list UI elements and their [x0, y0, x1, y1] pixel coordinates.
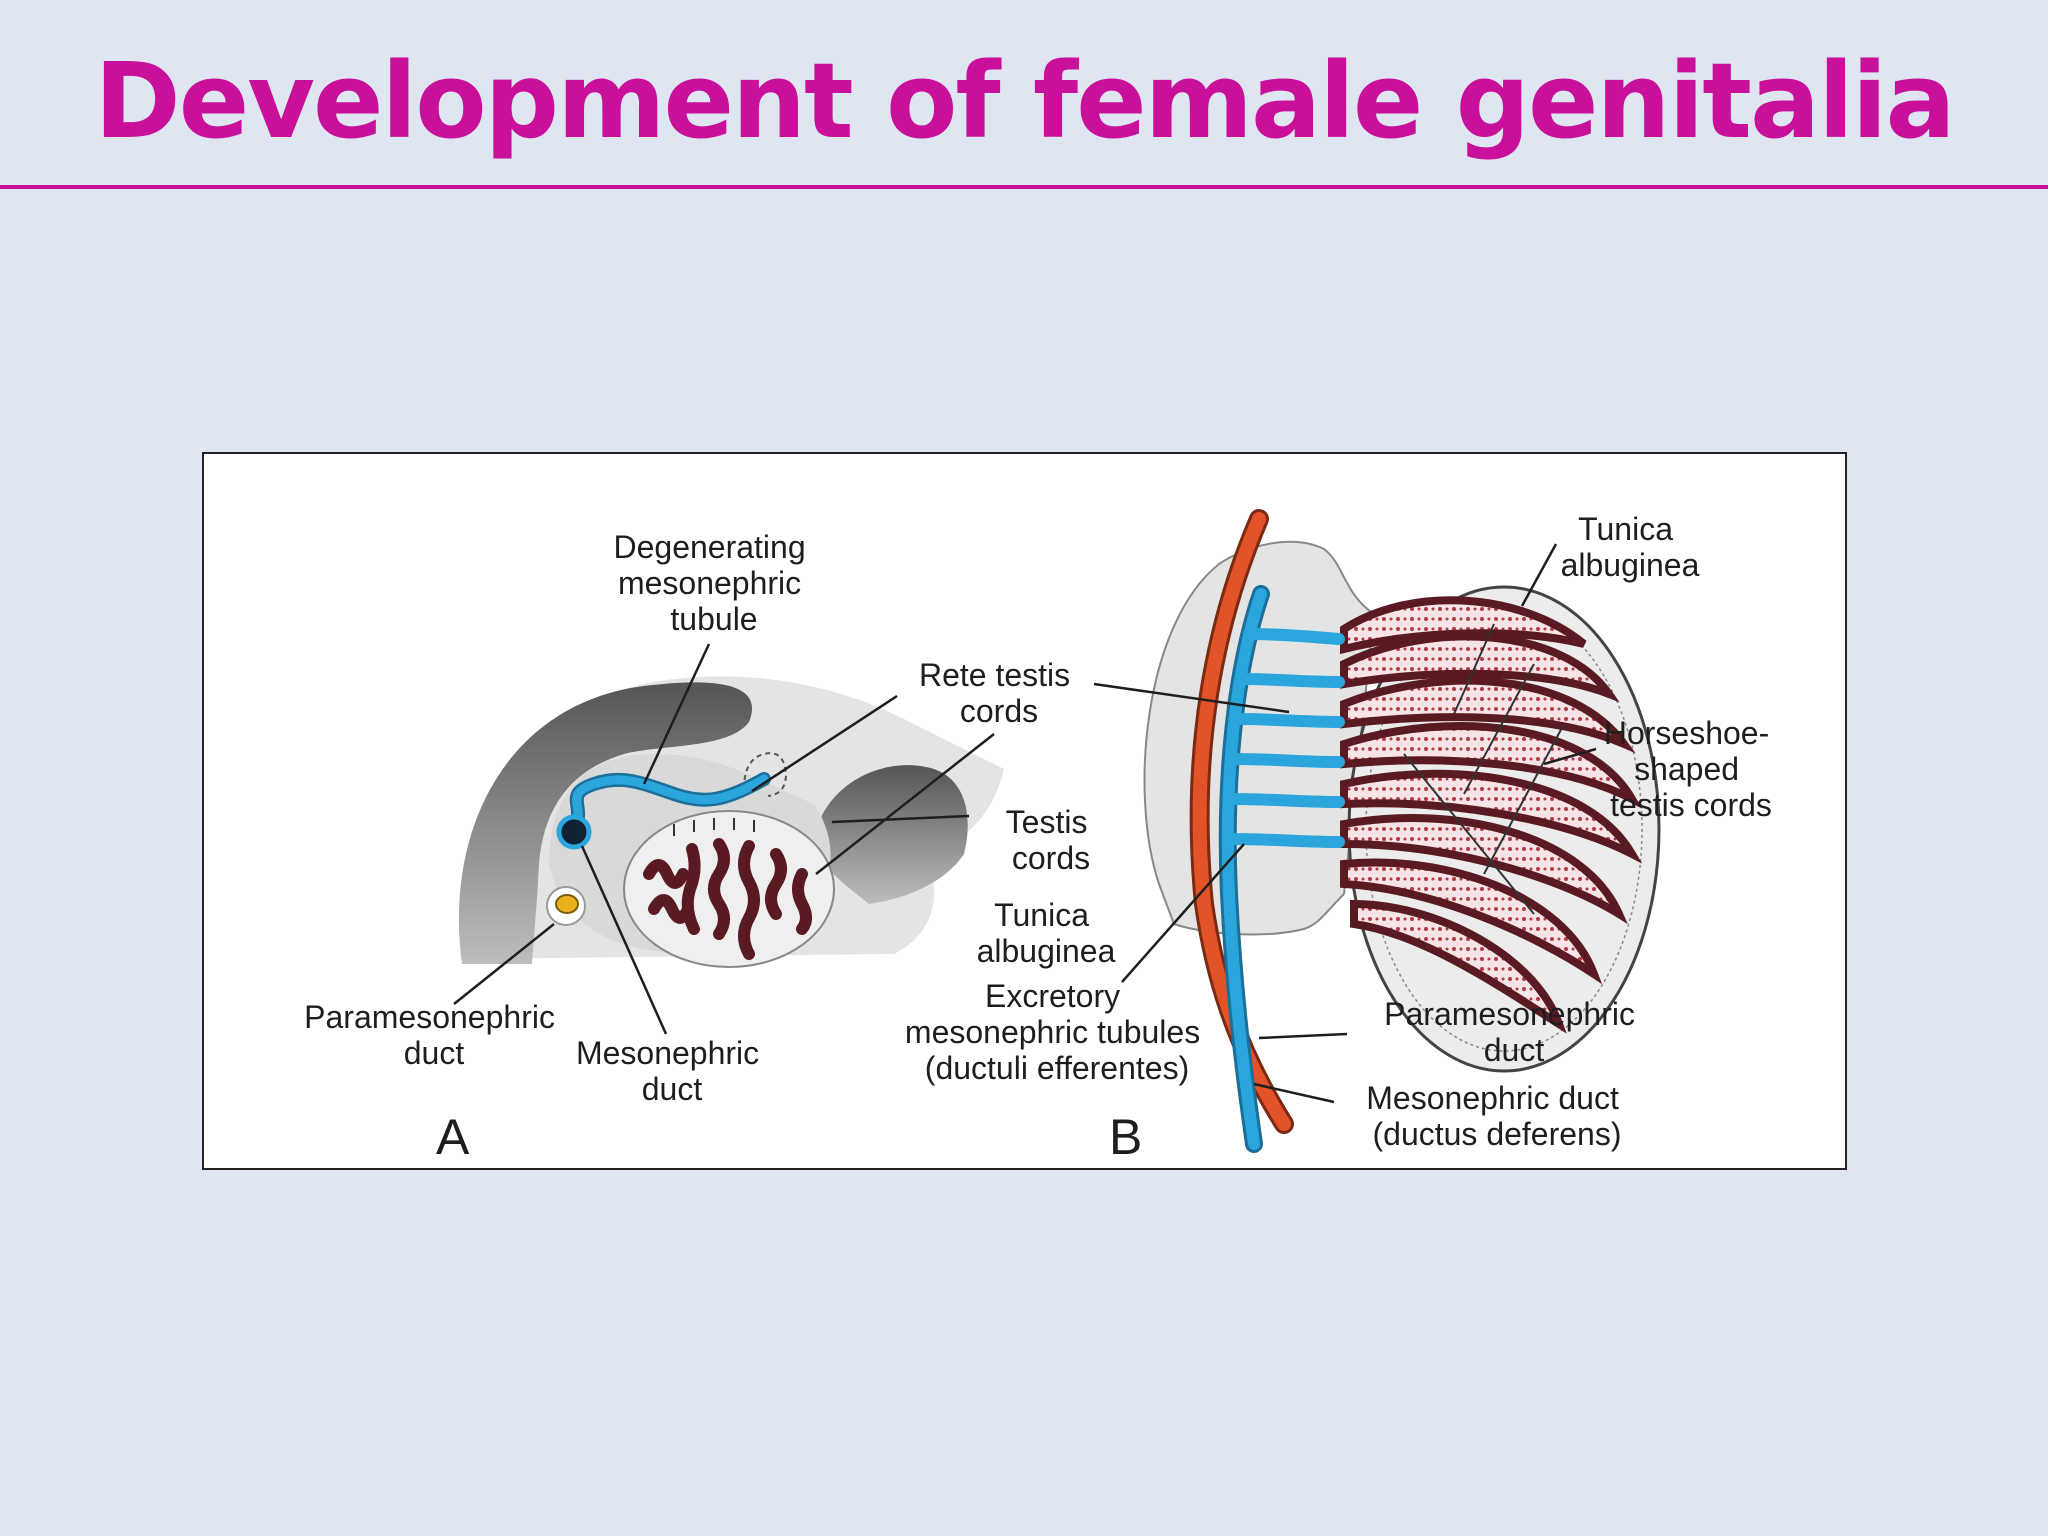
- rete-ticks-a: [673, 818, 755, 836]
- testis-development-diagram: Degenerating mesonephric tubule Rete tes…: [304, 509, 1778, 1165]
- slide-title: Development of female genitalia: [94, 40, 1955, 162]
- label-testis-cords: Testis cords: [1006, 804, 1097, 876]
- label-horseshoe: Horseshoe- shaped testis cords: [1604, 715, 1778, 823]
- mesonephric-duct-a: [556, 814, 592, 850]
- label-mesonephric-a: Mesonephric duct: [576, 1035, 768, 1107]
- label-paramesonephric-b: Paramesonephric duct: [1384, 996, 1644, 1068]
- panel-letter-a: A: [436, 1109, 470, 1165]
- label-rete-testis: Rete testis cords: [919, 657, 1079, 729]
- panel-letter-b: B: [1109, 1109, 1142, 1165]
- mesentery-dark: [814, 765, 968, 904]
- label-degenerating-tubule: Degenerating mesonephric tubule: [613, 529, 814, 637]
- label-mesonephric-b: Mesonephric duct (ductus deferens): [1366, 1080, 1627, 1152]
- figure-frame: Degenerating mesonephric tubule Rete tes…: [202, 452, 1847, 1170]
- septa-b: [1403, 623, 1565, 915]
- label-paramesonephric-a: Paramesonephric duct: [304, 999, 564, 1071]
- coelomic-epithelium-dark: [458, 682, 753, 964]
- panel-b: Tunica albuginea Horseshoe- shaped testi…: [905, 509, 1778, 1165]
- label-tunica-a: Tunica albuginea: [977, 897, 1116, 969]
- label-excretory-tubules: Excretory mesonephric tubules (ductuli e…: [905, 978, 1209, 1086]
- label-tunica-b: Tunica albuginea: [1561, 511, 1700, 583]
- testis-cords-a: [643, 838, 812, 960]
- testis-oval: [623, 810, 835, 968]
- efferent-tubules-b: [1226, 628, 1345, 848]
- panel-a: Degenerating mesonephric tubule Rete tes…: [304, 529, 1115, 1165]
- title-divider: [0, 185, 2048, 189]
